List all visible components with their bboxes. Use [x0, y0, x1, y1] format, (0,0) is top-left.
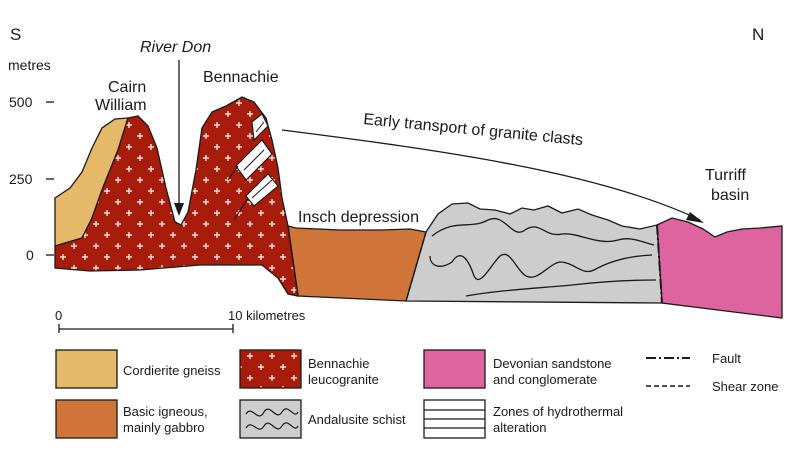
schist-fold-lower — [465, 279, 657, 297]
legend-swatch-gabbro — [55, 399, 118, 439]
hydrothermal-tail — [233, 197, 249, 221]
scale-start-label: 0 — [55, 308, 62, 323]
legend-label-hydrothermal-1: Zones of hydrothermal — [493, 404, 623, 419]
turriff-label-1: Turriff — [705, 167, 746, 184]
axis-tick-250: 250 — [9, 171, 33, 187]
transport-arrow — [281, 129, 701, 221]
fault-line — [656, 224, 663, 304]
legend-label-gabbro-1: Basic igneous, — [123, 404, 208, 419]
hydrothermal-hatch — [243, 149, 265, 171]
river-don-arrowhead — [174, 203, 184, 216]
legend-swatch-granite — [239, 349, 302, 389]
scale-end-label: 10 kilometres — [228, 308, 306, 323]
legend-label-fault: Fault — [712, 351, 741, 366]
turriff-label-2: basin — [711, 187, 749, 204]
legend-swatch-devonian — [423, 349, 486, 389]
axis-tick-500: 500 — [9, 94, 33, 110]
schist-unit — [405, 202, 663, 304]
cairn-william-label-1: Cairn — [108, 79, 146, 96]
schist-fold-upper — [431, 217, 655, 246]
axis-unit-label: metres — [8, 57, 51, 73]
transport-label: Early transport of granite clasts — [363, 111, 584, 149]
legend-label-devonian-1: Devonian sandstone — [493, 356, 612, 371]
legend-schist-fold-1 — [245, 408, 299, 417]
axis-tick-0: 0 — [26, 247, 34, 263]
devonian-unit — [656, 217, 783, 319]
schist-fold-middle — [429, 253, 653, 280]
legend-label-schist: Andalusite schist — [308, 412, 406, 427]
south-label: S — [10, 25, 21, 44]
shear-zone-west — [287, 225, 299, 297]
legend-label-bennachie-2: leucogranite — [308, 372, 379, 387]
legend-swatch-cordierite — [55, 349, 118, 389]
insch-label: Insch depression — [298, 209, 419, 226]
legend-label-cordierite: Cordierite gneiss — [123, 363, 221, 378]
legend: Cordierite gneiss Bennachie leucogranite… — [55, 349, 779, 439]
hydrothermal-hatch — [255, 121, 265, 133]
transport-arrowhead — [686, 212, 704, 223]
bennachie-label: Bennachie — [203, 69, 279, 86]
river-don-label: River Don — [140, 39, 211, 56]
cairn-william-label-2: William — [95, 97, 147, 114]
legend-swatch-schist — [239, 399, 302, 439]
legend-label-bennachie-1: Bennachie — [308, 356, 369, 371]
gabbro-unit — [287, 225, 427, 302]
shear-zone-east — [405, 231, 427, 302]
legend-label-devonian-2: and conglomerate — [493, 372, 597, 387]
granite-unit — [54, 96, 299, 297]
legend-schist-fold-2 — [245, 422, 299, 430]
hydrothermal-hatch — [251, 179, 273, 199]
legend-label-hydrothermal-2: alteration — [493, 420, 546, 435]
legend-label-shear: Shear zone — [712, 379, 779, 394]
legend-label-gabbro-2: mainly gabbro — [123, 420, 205, 435]
north-label: N — [752, 25, 764, 44]
hydrothermal-tail — [227, 165, 239, 181]
